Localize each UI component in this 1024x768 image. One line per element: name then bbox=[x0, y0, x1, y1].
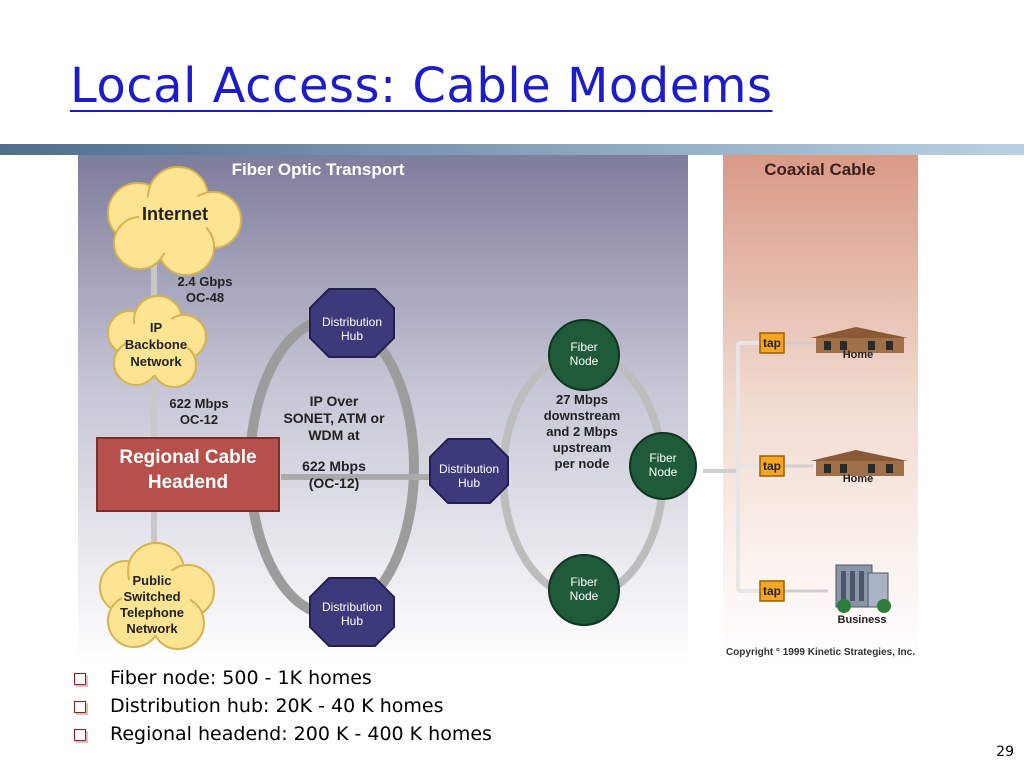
home-icon: Home bbox=[810, 450, 908, 485]
fiber-node-label: Node bbox=[570, 589, 599, 603]
fiber-node-label: Fiber bbox=[649, 451, 676, 465]
page-number: 29 bbox=[996, 744, 1014, 760]
node-text: per node bbox=[555, 456, 610, 471]
copyright-notice: Copyright ° 1999 Kinetic Strategies, Inc… bbox=[726, 647, 915, 658]
fiber-node-middle: Fiber Node bbox=[629, 432, 697, 500]
ring-description: IP Over SONET, ATM or WDM at 622 Mbps (O… bbox=[283, 393, 385, 491]
pstn-label: Telephone bbox=[120, 605, 184, 620]
distribution-hub-middle: Distribution Hub bbox=[429, 438, 509, 504]
ip-backbone-label: IP bbox=[150, 320, 163, 335]
ip-backbone-label: Backbone bbox=[125, 337, 187, 352]
ring-text: WDM at bbox=[308, 427, 360, 443]
fiber-node-label: Node bbox=[570, 354, 599, 368]
fiber-node-label: Fiber bbox=[570, 340, 597, 354]
internet-link-type: OC-48 bbox=[186, 290, 224, 305]
square-bullet-icon bbox=[74, 701, 86, 713]
headend-label: Regional Cable bbox=[119, 447, 256, 468]
fiber-node-label: Fiber bbox=[570, 575, 597, 589]
backbone-link-speed: 622 Mbps bbox=[169, 396, 228, 411]
fiber-node-top: Fiber Node bbox=[548, 319, 620, 391]
tap-label: tap bbox=[763, 459, 781, 473]
home-label: Home bbox=[843, 473, 874, 485]
diagram-svg: Fiber Optic Transport Coaxial Cable Inte… bbox=[78, 155, 918, 660]
distribution-hub-top: Distribution Hub bbox=[309, 288, 395, 358]
network-diagram: Fiber Optic Transport Coaxial Cable Inte… bbox=[78, 155, 918, 660]
distribution-hub-label: Distribution bbox=[322, 600, 382, 614]
ring-text: IP Over bbox=[310, 393, 359, 409]
node-text: downstream bbox=[544, 408, 621, 423]
headend-label: Headend bbox=[148, 472, 228, 493]
tap-box: tap bbox=[759, 580, 785, 602]
node-text: and 2 Mbps bbox=[546, 424, 618, 439]
coax-section-title: Coaxial Cable bbox=[764, 160, 876, 179]
square-bullet-icon bbox=[74, 673, 86, 685]
tap-label: tap bbox=[763, 336, 781, 350]
business-label: Business bbox=[838, 614, 887, 626]
distribution-hub-label: Distribution bbox=[439, 462, 499, 476]
square-bullet-icon bbox=[74, 729, 86, 741]
bullet-list: Fiber node: 500 - 1K homes Distribution … bbox=[72, 664, 492, 748]
pstn-label: Network bbox=[126, 621, 178, 636]
ip-backbone-label: Network bbox=[130, 354, 182, 369]
internet-cloud: Internet bbox=[107, 166, 242, 276]
distribution-hub-label: Hub bbox=[341, 329, 363, 343]
home-label: Home bbox=[843, 349, 874, 361]
fiber-section-title: Fiber Optic Transport bbox=[232, 160, 405, 179]
tap-label: tap bbox=[763, 584, 781, 598]
business-building-icon: Business bbox=[835, 564, 891, 626]
home-icon: Home bbox=[810, 327, 908, 361]
tap-box: tap bbox=[759, 332, 785, 354]
distribution-hub-label: Hub bbox=[458, 476, 480, 490]
bullet-item: Distribution hub: 20K - 40 K homes bbox=[72, 692, 492, 720]
backbone-link-type: OC-12 bbox=[180, 412, 218, 427]
ring-text: (OC-12) bbox=[309, 475, 360, 491]
node-capacity-description: 27 Mbps downstream and 2 Mbps upstream p… bbox=[544, 392, 621, 471]
distribution-hub-bottom: Distribution Hub bbox=[309, 577, 395, 647]
internet-label: Internet bbox=[142, 204, 208, 224]
regional-headend-box: Regional Cable Headend bbox=[96, 437, 280, 512]
internet-link-speed: 2.4 Gbps bbox=[178, 274, 233, 289]
bullet-item: Regional headend: 200 K - 400 K homes bbox=[72, 720, 492, 748]
coax-section-background bbox=[723, 155, 918, 660]
ip-backbone-cloud: IP Backbone Network bbox=[107, 295, 207, 388]
bullet-text: Regional headend: 200 K - 400 K homes bbox=[110, 723, 492, 745]
pstn-cloud: Public Switched Telephone Network bbox=[99, 542, 215, 650]
fiber-node-bottom: Fiber Node bbox=[548, 554, 620, 626]
pstn-label: Switched bbox=[123, 589, 180, 604]
ring-text: 622 Mbps bbox=[302, 458, 366, 474]
bullet-text: Fiber node: 500 - 1K homes bbox=[110, 667, 372, 689]
node-text: 27 Mbps bbox=[556, 392, 608, 407]
bullet-item: Fiber node: 500 - 1K homes bbox=[72, 664, 492, 692]
fiber-node-label: Node bbox=[649, 465, 678, 479]
node-text: upstream bbox=[553, 440, 612, 455]
bullet-text: Distribution hub: 20K - 40 K homes bbox=[110, 695, 444, 717]
title-divider-bar bbox=[0, 144, 1024, 155]
pstn-label: Public bbox=[132, 573, 171, 588]
distribution-hub-label: Distribution bbox=[322, 315, 382, 329]
slide-title: Local Access: Cable Modems bbox=[70, 58, 773, 114]
tap-box: tap bbox=[759, 455, 785, 477]
distribution-hub-label: Hub bbox=[341, 614, 363, 628]
ring-text: SONET, ATM or bbox=[283, 410, 385, 426]
